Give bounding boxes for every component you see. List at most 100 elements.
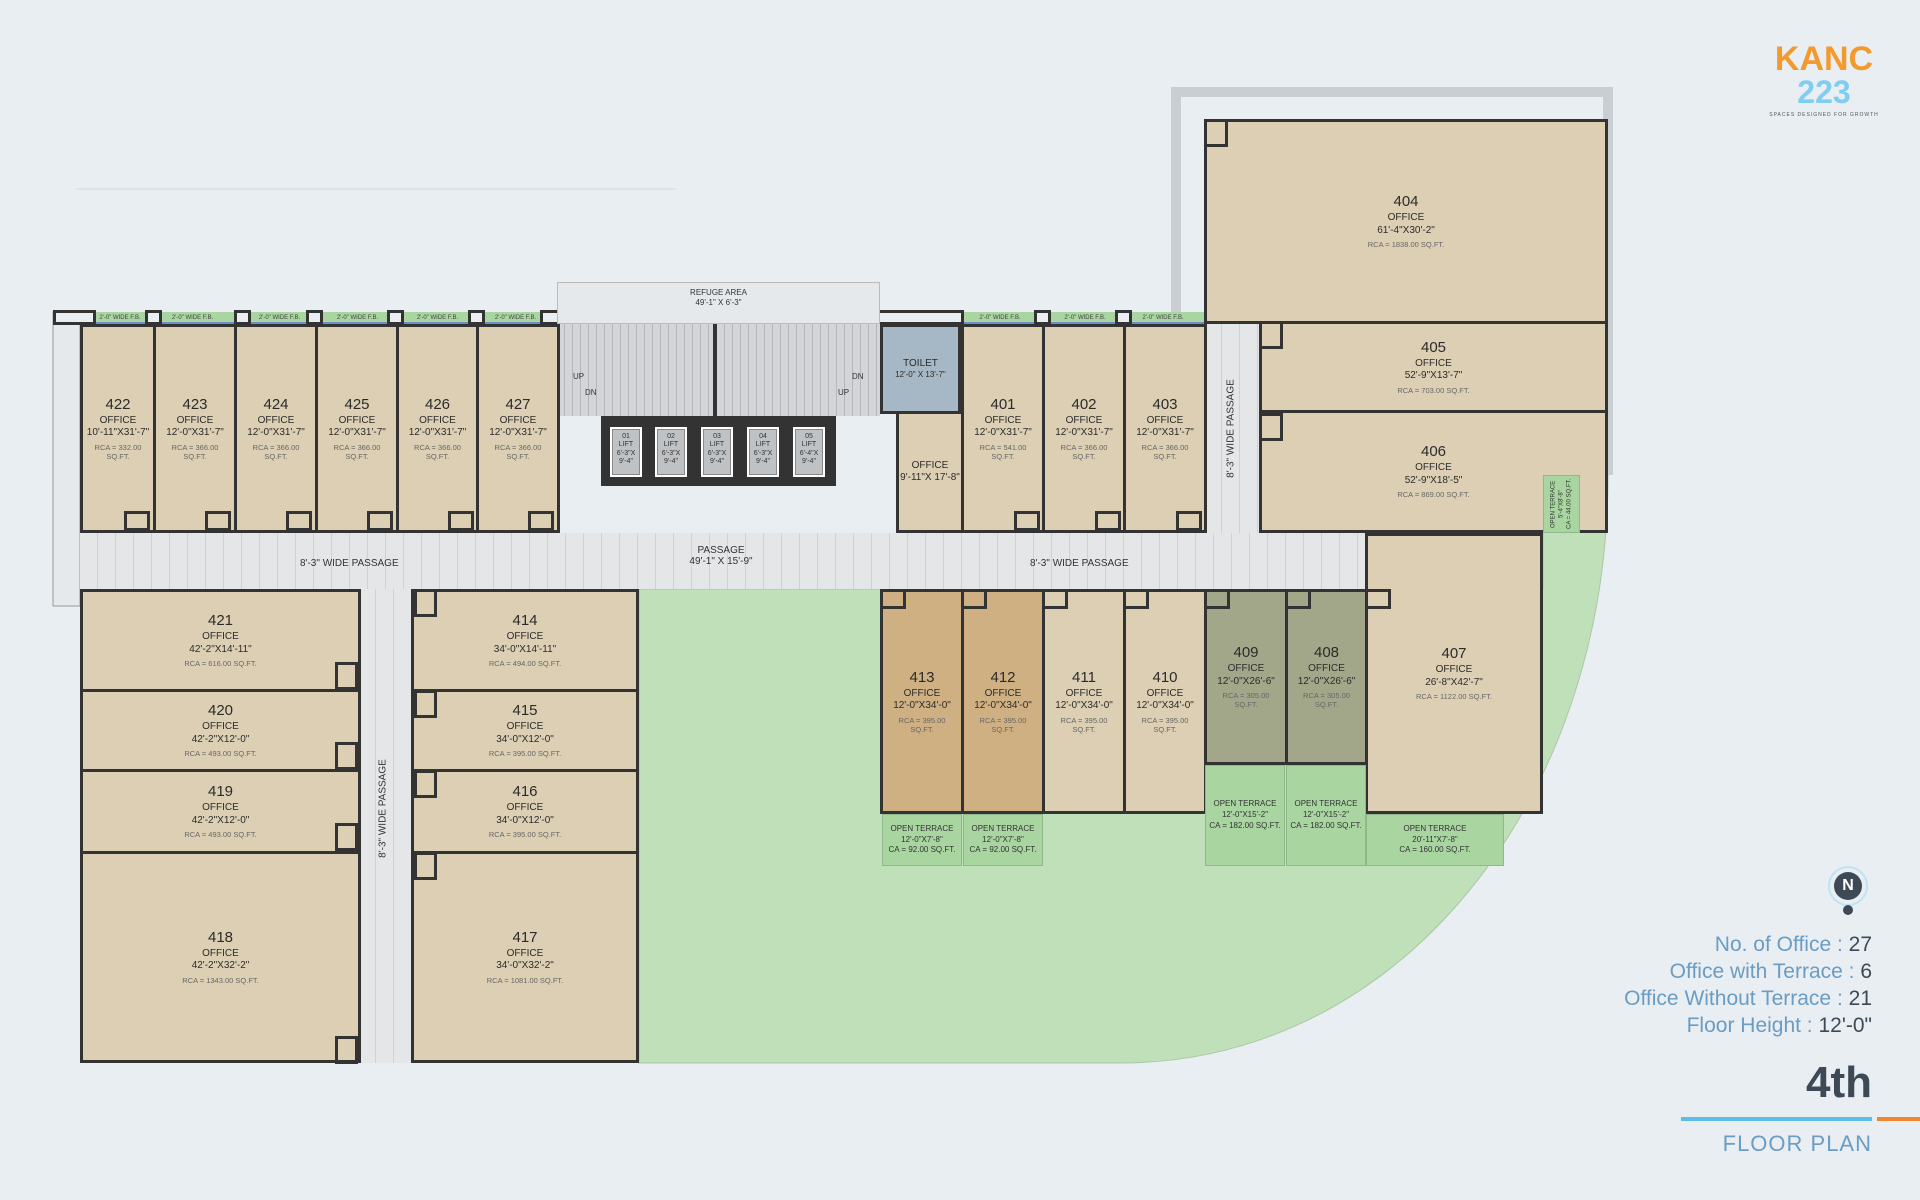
main-passage <box>80 533 1365 589</box>
office-rca: RCA = 395.00 SQ.FT. <box>488 830 562 840</box>
office-size: 12'-0"X26'-6" <box>1217 675 1275 687</box>
lift-no: 01 <box>622 433 630 440</box>
office-rca: RCA = 1122.00 SQ.FT. <box>1416 692 1492 702</box>
office-size: 34'-0"X32'-2" <box>496 960 554 972</box>
office-rca: RCA = 332.00 SQ.FT. <box>94 442 142 461</box>
stair-up-left: UP <box>573 372 585 381</box>
column <box>1115 310 1132 325</box>
small-office-size: 9'-11"X 17'-8" <box>900 472 960 483</box>
lift-size: 6'-3"X 9'-4" <box>616 449 636 466</box>
office-type: OFFICE <box>257 414 295 426</box>
office-size: 34'-0"X12'-0" <box>496 733 554 745</box>
office-size: 12'-0"X26'-6" <box>1297 675 1356 687</box>
door-icon <box>1042 589 1068 609</box>
office-type: OFFICE <box>419 414 456 426</box>
lift-label: LIFT <box>618 441 634 449</box>
office-number: 403 <box>1152 395 1178 413</box>
building-outline <box>1171 87 1613 475</box>
office-number: 408 <box>1313 644 1340 662</box>
office-rca: RCA = 1343.00 SQ.FT. <box>182 975 259 985</box>
stat-label: Office Without Terrace : <box>1624 987 1843 1010</box>
office-type: OFFICE <box>1415 462 1452 474</box>
lift-label: LIFT <box>801 441 817 449</box>
left-wall <box>52 311 81 607</box>
fb-label: 2'-0" WIDE F.B. <box>258 315 301 321</box>
office-number: 407 <box>1441 645 1467 663</box>
door-icon <box>367 511 393 531</box>
office-size: 12'-0"X31'-7" <box>328 427 386 438</box>
office-rca: RCA = 395.00 SQ.FT. <box>488 749 562 759</box>
office-type: OFFICE <box>984 414 1022 426</box>
passage-label-left: 8'-3" WIDE PASSAGE <box>300 558 399 569</box>
terrace-ca: CA = 92.00 SQ.FT. <box>888 845 956 855</box>
stat-office-without-terrace: Office Without Terrace : 21 <box>1624 987 1872 1011</box>
background-outline <box>76 188 676 190</box>
staircase-left <box>557 324 717 416</box>
stat-value: 27 <box>1848 933 1872 956</box>
office-size: 12'-0"X34'-0" <box>1055 700 1113 711</box>
office-number: 402 <box>1071 395 1097 413</box>
stair-up-right: UP <box>838 388 850 397</box>
office-size: 42'-2"X12'-0" <box>191 733 250 745</box>
office-rca: RCA = 395.00 SQ.FT. <box>979 715 1027 734</box>
lift-label: LIFT <box>755 441 771 449</box>
vertical-passage-left-label: 8'-3" WIDE PASSAGE <box>377 759 389 858</box>
main-passage-label: PASSAGE 49'-1" X 15'-9" <box>680 545 762 567</box>
office-rca: RCA = 305.00 SQ.FT. <box>1303 691 1350 710</box>
office-rca: RCA = 616.00 SQ.FT. <box>184 659 257 669</box>
office-rca: RCA = 366.00 SQ.FT. <box>252 442 300 461</box>
divider-orange <box>1877 1117 1920 1121</box>
office-rca: RCA = 366.00 SQ.FT. <box>414 442 461 461</box>
column <box>306 310 323 325</box>
office-type: OFFICE <box>1435 664 1473 676</box>
fb-label: 2'-0" WIDE F.B. <box>979 315 1021 321</box>
door-icon <box>286 511 312 531</box>
passage-label-right: 8'-3" WIDE PASSAGE <box>1030 558 1129 569</box>
office-number: 414 <box>512 612 538 630</box>
door-icon <box>335 742 358 770</box>
office-type: OFFICE <box>506 802 544 814</box>
lift-size: 6'-4"X 9'-4" <box>799 449 819 466</box>
office-rca: RCA = 493.00 SQ.FT. <box>184 749 257 759</box>
terrace-label: OPEN TERRACE <box>1403 823 1467 833</box>
office-size: 12'-0"X31'-7" <box>1055 427 1113 438</box>
office-type: OFFICE <box>506 721 544 733</box>
office-rca: RCA = 1838.00 SQ.FT. <box>1367 240 1445 250</box>
door-icon <box>1204 589 1230 609</box>
terrace-ca: CA = 182.00 SQ.FT. <box>1290 820 1362 830</box>
stat-label: Office with Terrace : <box>1669 960 1855 983</box>
small-office[interactable]: OFFICE 9'-11"X 17'-8" <box>896 411 964 533</box>
logo-tagline: SPACES DESIGNED FOR GROWTH <box>1769 112 1879 118</box>
stat-office-with-terrace: Office with Terrace : 6 <box>1670 960 1872 984</box>
fb-label: 2'-0" WIDE F.B. <box>494 315 537 321</box>
office-rca: RCA = 493.00 SQ.FT. <box>184 830 257 840</box>
